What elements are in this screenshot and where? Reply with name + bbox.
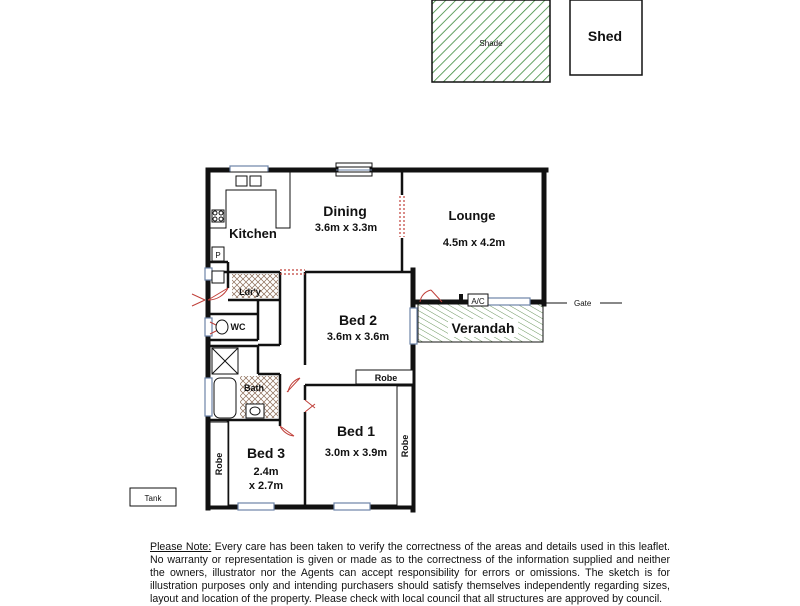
gate: Gate	[545, 299, 622, 308]
bed1-dims: 3.0m x 3.9m	[325, 447, 388, 459]
shade-label: Shade	[479, 39, 503, 48]
laundry-floor	[232, 274, 278, 298]
bed2-label: Bed 2	[339, 312, 377, 328]
bed3-dims-1: 2.4m	[253, 466, 278, 478]
gate-label: Gate	[574, 299, 592, 308]
disclaimer-text: Every care has been taken to verify the …	[150, 541, 670, 605]
dining-dims: 3.6m x 3.3m	[315, 222, 378, 234]
ac-label: A/C	[471, 297, 485, 306]
dining-label: Dining	[323, 203, 367, 219]
windows	[204, 165, 531, 511]
interior-walls	[208, 172, 413, 508]
robe-bed2: Robe	[355, 369, 414, 385]
bed2-dims: 3.6m x 3.6m	[327, 331, 390, 343]
robe-bed3: Robe	[209, 421, 229, 507]
verandah-label: Verandah	[451, 320, 514, 336]
bed3-label: Bed 3	[247, 445, 285, 461]
lounge-dims: 4.5m x 4.2m	[443, 237, 506, 249]
robe-bed2-label: Robe	[375, 373, 398, 383]
tank-structure: Tank	[129, 487, 177, 507]
wc-label: WC	[231, 322, 246, 332]
bath-label: Bath	[244, 383, 264, 393]
kitchen-label: Kitchen	[229, 226, 277, 241]
laundry-label: Ldr'y	[239, 287, 261, 297]
lounge-label: Lounge	[449, 208, 496, 223]
pantry-label: P	[215, 251, 220, 260]
verandah: Verandah	[417, 303, 544, 343]
tank-label: Tank	[145, 494, 163, 503]
bed3-dims-2: x 2.7m	[249, 480, 283, 492]
robe-bed1-label: Robe	[400, 435, 410, 458]
shed-label: Shed	[588, 28, 622, 44]
disclaimer-note: Please Note: Every care has been taken t…	[150, 541, 670, 606]
door-swings	[191, 287, 443, 437]
ac-unit: A/C	[459, 293, 489, 307]
kitchen-fixtures: P	[209, 171, 291, 262]
openings	[280, 196, 405, 275]
bed1-label: Bed 1	[337, 423, 375, 439]
sliding-door	[335, 162, 373, 177]
robe-bed1: Robe	[396, 385, 413, 507]
disclaimer-heading: Please Note:	[150, 541, 212, 553]
bathroom-fixtures	[211, 270, 265, 419]
robe-bed3-label: Robe	[214, 453, 224, 476]
shed-structure: Shed	[569, 0, 643, 76]
shade-structure: Shade	[431, 0, 551, 83]
